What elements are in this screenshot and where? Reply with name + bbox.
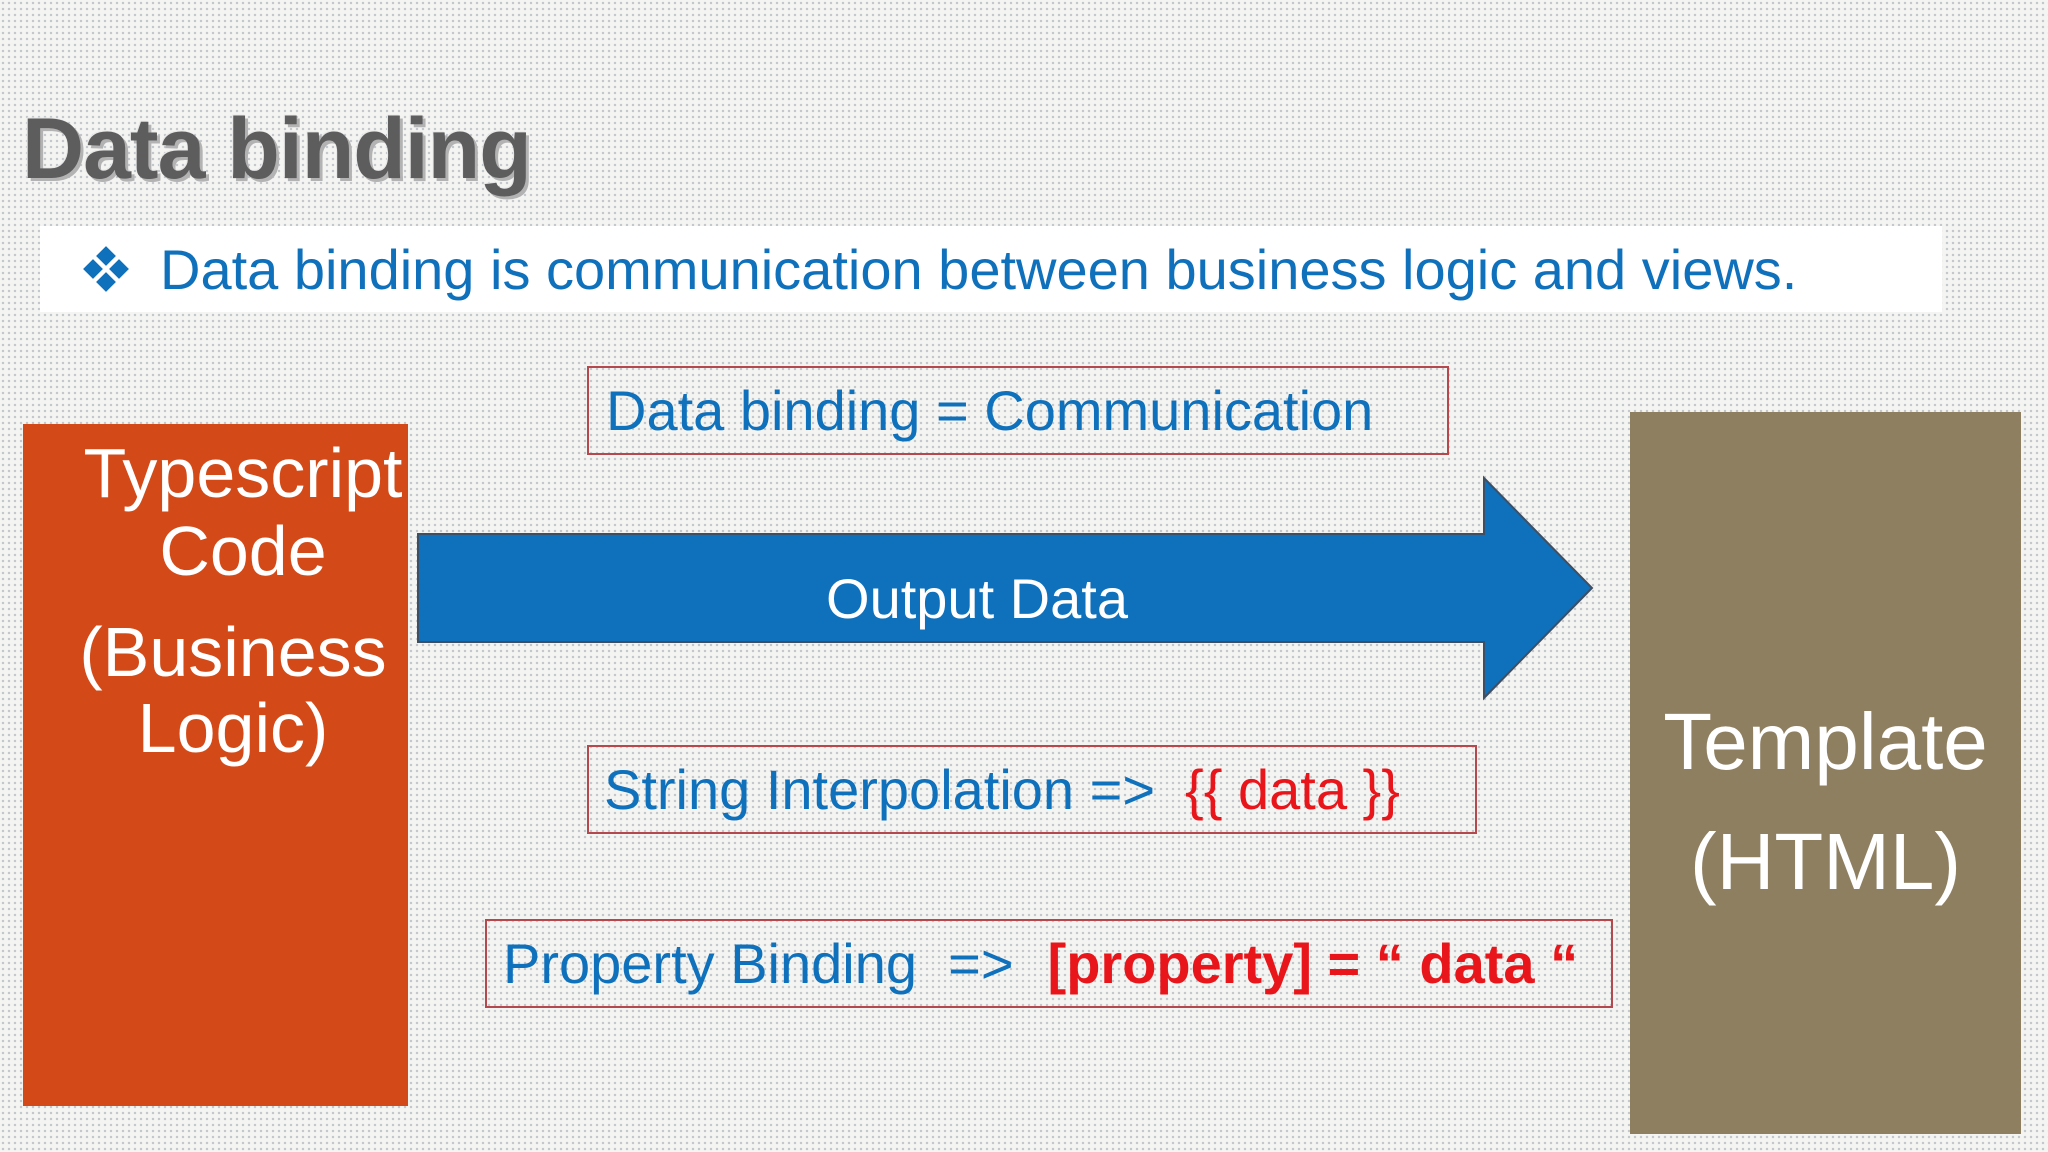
bullet-banner: Data binding is communication between bu… <box>40 226 1942 312</box>
communication-label-box: Data binding = Communication <box>587 366 1449 455</box>
arrow-label: Output Data <box>826 567 1128 630</box>
output-data-arrow <box>417 475 1594 701</box>
interpolation-label: String Interpolation => <box>604 758 1156 821</box>
communication-label: Data binding = Communication <box>606 379 1374 442</box>
property-binding-label-box: Property Binding => [property] = “ data … <box>485 919 1613 1008</box>
property-binding-code: [property] = “ data “ <box>1047 932 1579 995</box>
interpolation-label-box: String Interpolation => {{ data }} <box>587 745 1477 834</box>
business-logic-box: Typescript Code (Business Logic) <box>23 424 408 1106</box>
business-logic-title: Typescript Code <box>83 434 403 590</box>
arrow-shape <box>417 475 1594 701</box>
business-logic-subtitle: (Business Logic) <box>79 613 387 767</box>
template-label: Template (HTML) <box>1663 697 1988 906</box>
property-binding-label: Property Binding => <box>503 932 1014 995</box>
bullet-text: Data binding is communication between bu… <box>160 237 1798 301</box>
interpolation-code: {{ data }} <box>1185 758 1400 821</box>
template-box: Template (HTML) <box>1630 412 2021 1134</box>
diamond-bullet-icon <box>83 246 129 292</box>
slide-title: Data binding <box>22 101 532 197</box>
